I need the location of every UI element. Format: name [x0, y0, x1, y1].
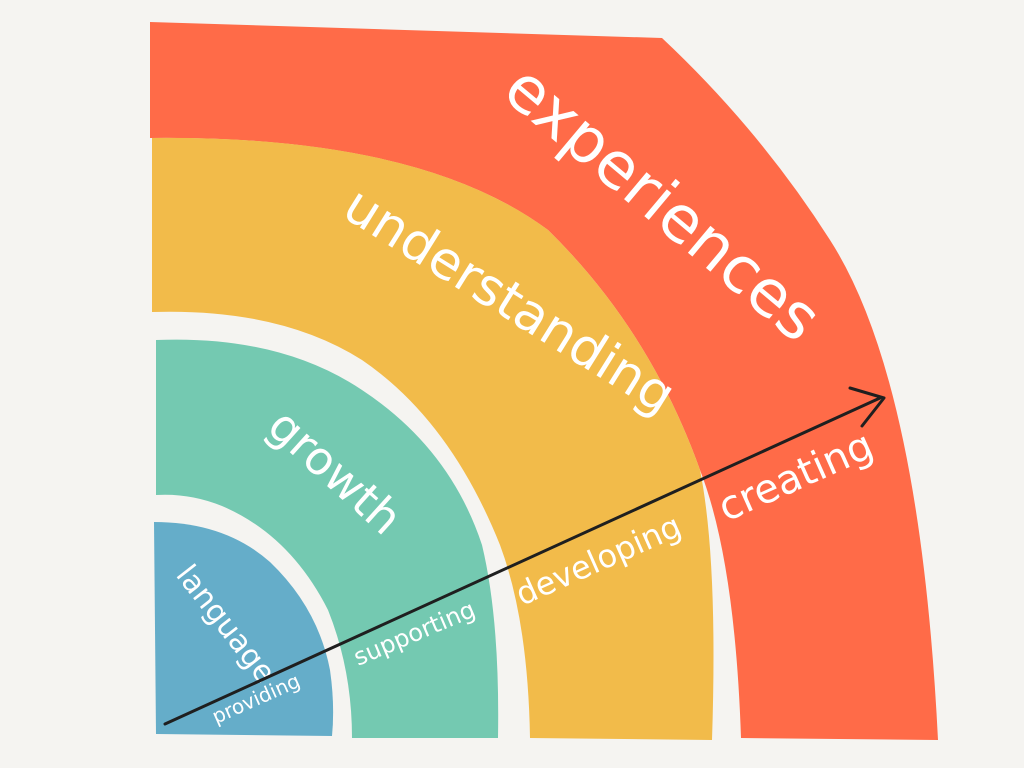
progression-arrow-line — [163, 396, 882, 726]
band-understanding — [152, 137, 714, 741]
band-growth — [156, 339, 499, 738]
arrowhead-icon — [848, 386, 886, 428]
band-language — [154, 522, 334, 736]
band-experiences — [150, 22, 938, 740]
